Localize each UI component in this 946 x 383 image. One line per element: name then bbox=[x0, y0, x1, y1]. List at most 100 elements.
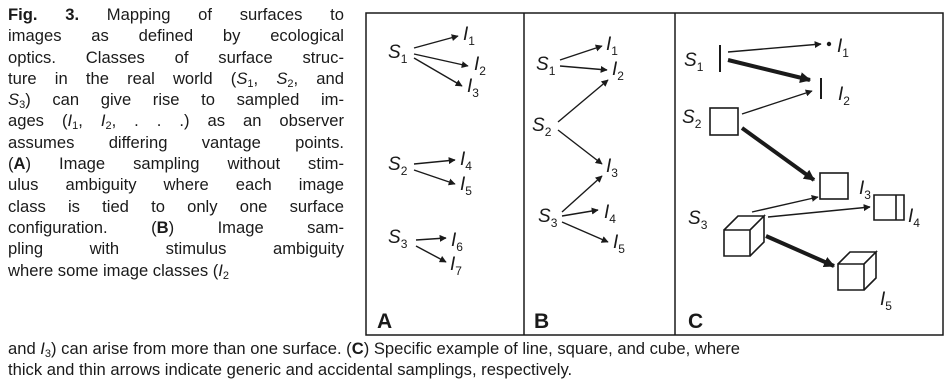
accidental-arrow bbox=[751, 194, 819, 213]
caption-text: ulus ambiguity where each image bbox=[8, 175, 344, 195]
image-cube-shape bbox=[837, 250, 878, 291]
caption-line: Fig. 3. Mapping of surfaces to bbox=[8, 4, 344, 25]
surface-label: S2 bbox=[682, 107, 702, 131]
caption-line: thick and thin arrows indicate generic a… bbox=[8, 359, 944, 380]
panel-letter-a: A bbox=[377, 310, 392, 333]
caption-text: ) can give rise to sampled im- bbox=[25, 90, 344, 110]
caption-subscript: 1 bbox=[72, 120, 79, 132]
caption-text: S bbox=[236, 68, 248, 88]
caption-text: ) Image sampling without stim- bbox=[25, 154, 344, 174]
surface-label: S2 bbox=[532, 115, 552, 139]
caption-subscript: 2 bbox=[105, 120, 112, 132]
panel-letter-c: C bbox=[688, 310, 703, 333]
image-label: I1 bbox=[837, 36, 849, 60]
caption-text: , . . .) as an observer bbox=[111, 111, 344, 131]
surface-label: S2 bbox=[388, 154, 408, 178]
surface-label: S1 bbox=[684, 50, 704, 74]
accidental-arrow bbox=[727, 41, 822, 53]
caption-text: ) Image sam- bbox=[168, 217, 344, 237]
mapping-arrow bbox=[557, 79, 609, 123]
caption-text: ( bbox=[8, 154, 14, 174]
caption-text: , bbox=[253, 68, 277, 88]
caption-subscript: 3 bbox=[19, 99, 26, 111]
generic-arrow bbox=[765, 234, 836, 268]
surface-square-shape bbox=[709, 107, 739, 136]
image-label: I4 bbox=[460, 149, 472, 173]
caption-text: pling with stimulus ambiguity bbox=[8, 239, 344, 259]
caption-text: ture in the real world ( bbox=[8, 68, 237, 88]
surface-label: S1 bbox=[388, 42, 408, 66]
caption-text: I bbox=[67, 111, 73, 131]
caption-text: thick and thin arrows indicate generic a… bbox=[8, 360, 573, 380]
figure-frame bbox=[365, 12, 944, 336]
caption-line: images as defined by ecological bbox=[8, 25, 344, 46]
caption-text: optics. Classes of surface struc- bbox=[8, 47, 344, 67]
accidental-arrow bbox=[741, 89, 813, 115]
caption-text: S bbox=[8, 90, 20, 110]
caption-text: I bbox=[40, 339, 45, 358]
mapping-arrow bbox=[559, 65, 608, 73]
caption-text: , bbox=[78, 111, 101, 131]
mapping-arrow bbox=[413, 34, 459, 49]
mapping-arrow bbox=[413, 169, 456, 186]
caption-line: configuration. (B) Image sam- bbox=[8, 217, 344, 238]
caption-subscript: 2 bbox=[222, 269, 230, 282]
caption-line: ulus ambiguity where each image bbox=[8, 174, 344, 195]
image-label: I1 bbox=[606, 34, 618, 58]
caption-line: class is tied to only one surface bbox=[8, 196, 344, 217]
image-label: I2 bbox=[474, 54, 486, 78]
caption-text: , and bbox=[293, 68, 344, 88]
caption-line: assumes differing vantage points. bbox=[8, 132, 344, 153]
caption-line: ages (I1, I2, . . .) as an observer bbox=[8, 110, 344, 131]
surface-label: S3 bbox=[388, 227, 408, 251]
mapping-arrow bbox=[559, 44, 603, 61]
image-label: I1 bbox=[463, 24, 475, 48]
caption-text: I bbox=[218, 260, 223, 280]
image-label: I4 bbox=[604, 202, 616, 226]
mapping-arrow bbox=[557, 129, 603, 165]
image-label: I2 bbox=[612, 59, 624, 83]
mapping-arrow bbox=[561, 207, 599, 217]
mapping-arrow bbox=[561, 221, 609, 243]
caption-subscript: 2 bbox=[287, 77, 294, 90]
mapping-arrow bbox=[415, 245, 447, 263]
caption-bold-text: C bbox=[351, 339, 364, 358]
caption-text: S bbox=[276, 68, 288, 88]
accidental-arrow bbox=[767, 204, 871, 218]
caption-line: ture in the real world (S1, S2, and bbox=[8, 68, 344, 89]
panel-letter-b: B bbox=[534, 310, 549, 333]
image-label: I3 bbox=[467, 76, 479, 100]
mapping-arrow bbox=[561, 175, 603, 213]
mapping-arrow bbox=[413, 53, 469, 69]
generic-arrow bbox=[727, 58, 812, 83]
image-label: I4 bbox=[908, 206, 920, 230]
image-label: I5 bbox=[613, 232, 625, 256]
caption-text: and bbox=[8, 339, 41, 358]
caption-text: where some image classes ( bbox=[8, 260, 219, 280]
mapping-arrow bbox=[415, 234, 447, 242]
caption-line: optics. Classes of surface struc- bbox=[8, 47, 344, 68]
caption-line: S3) can give rise to sampled im- bbox=[8, 89, 344, 110]
surface-label: S1 bbox=[536, 54, 556, 78]
caption-text: images as defined by ecological bbox=[8, 26, 344, 46]
image-label: I2 bbox=[838, 84, 850, 108]
surface-label: S3 bbox=[538, 206, 558, 230]
caption-text: ) Specific example of line, square, and … bbox=[363, 339, 741, 358]
caption-subscript: 1 bbox=[247, 77, 254, 90]
generic-arrow bbox=[740, 126, 816, 182]
image-label: I7 bbox=[450, 254, 462, 278]
caption-line: and I3) can arise from more than one sur… bbox=[8, 338, 944, 360]
caption-text: class is tied to only one surface bbox=[8, 196, 344, 216]
caption-line: (A) Image sampling without stim- bbox=[8, 153, 344, 174]
caption-line: where some image classes (I2 bbox=[8, 260, 344, 282]
image-box-shape bbox=[873, 194, 905, 221]
surface-cube-shape bbox=[723, 214, 766, 257]
mapping-arrow bbox=[413, 157, 456, 165]
caption-bold-text: B bbox=[156, 217, 169, 237]
caption-text: ) can arise from more than one surface. … bbox=[51, 339, 352, 358]
figure-caption-bottom: and I3) can arise from more than one sur… bbox=[8, 338, 944, 381]
image-square-shape bbox=[819, 172, 849, 200]
image-dot-shape bbox=[826, 41, 832, 47]
